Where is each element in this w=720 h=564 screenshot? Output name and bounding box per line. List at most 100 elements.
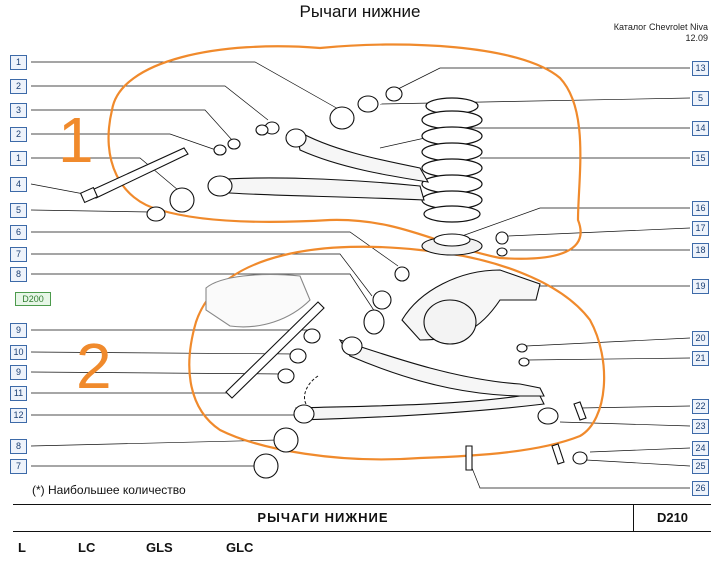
leader-line	[471, 467, 690, 489]
leader-line	[395, 67, 690, 91]
callout-15[interactable]: 15	[692, 151, 709, 166]
callout-4[interactable]: 4	[10, 177, 27, 192]
leader-line	[579, 405, 691, 409]
bushing	[363, 309, 385, 335]
callout-14[interactable]: 14	[692, 121, 709, 136]
callout-8[interactable]: 8	[10, 439, 27, 454]
leader-line	[31, 61, 341, 111]
callout-8[interactable]: 8	[10, 267, 27, 282]
nut	[518, 357, 530, 367]
callout-7[interactable]: 7	[10, 247, 27, 262]
leader-line	[31, 85, 269, 121]
callout-5[interactable]: 5	[10, 203, 27, 218]
reference-badge[interactable]: D200	[15, 292, 51, 306]
trim-gls: GLS	[146, 540, 173, 555]
group-outline-1	[107, 43, 582, 260]
group-outline-2	[188, 245, 606, 461]
leader-line	[525, 337, 691, 347]
callout-24[interactable]: 24	[692, 441, 709, 456]
nut	[394, 266, 410, 282]
leader-line	[585, 459, 691, 467]
leader-line	[379, 127, 690, 149]
trim-glc: GLC	[226, 540, 254, 555]
callout-23[interactable]: 23	[692, 419, 709, 434]
callout-10[interactable]: 10	[10, 345, 27, 360]
callout-19[interactable]: 19	[692, 279, 709, 294]
callout-12[interactable]: 12	[10, 408, 27, 423]
leader-line	[30, 183, 85, 195]
coil-spring	[421, 97, 483, 223]
callout-16[interactable]: 16	[692, 201, 709, 216]
arm-eye	[293, 404, 315, 424]
leader-line	[31, 231, 399, 267]
leader-line	[507, 227, 691, 237]
lower-arm-upper	[207, 128, 430, 201]
bushing	[273, 427, 299, 453]
trim-lc: LC	[78, 540, 96, 555]
leader-line	[30, 439, 279, 447]
callout-2[interactable]: 2	[10, 127, 27, 142]
leader-line	[559, 421, 691, 427]
title-bar: РЫЧАГИ НИЖНИЕ D210	[13, 504, 711, 532]
callout-20[interactable]: 20	[692, 331, 709, 346]
section-title: РЫЧАГИ НИЖНИЕ	[257, 510, 389, 525]
nut	[572, 451, 588, 465]
callout-9[interactable]: 9	[10, 365, 27, 380]
ball-joint	[537, 407, 559, 425]
washer	[357, 95, 379, 113]
callout-11[interactable]: 11	[10, 386, 27, 401]
spring-seat	[421, 233, 483, 256]
bushing	[372, 290, 392, 310]
leader-line	[31, 133, 217, 151]
callout-22[interactable]: 22	[692, 399, 709, 414]
washer	[303, 328, 321, 344]
callout-13[interactable]: 13	[692, 61, 709, 76]
bolt	[225, 301, 587, 471]
callout-1[interactable]: 1	[10, 55, 27, 70]
nut	[495, 231, 509, 245]
leader-line	[31, 157, 179, 191]
callout-26[interactable]: 26	[692, 481, 709, 496]
callout-2[interactable]: 2	[10, 79, 27, 94]
lower-arm-rear	[295, 395, 545, 421]
footnote: (*) Наибольшее количество	[32, 483, 186, 497]
assembly-arrow	[304, 375, 319, 405]
leader-line	[31, 109, 233, 141]
title-divider	[633, 505, 634, 531]
washer	[277, 368, 295, 384]
shock-mount	[423, 299, 477, 345]
catalog-edition: 12.09	[685, 33, 708, 43]
leader-line	[30, 371, 283, 375]
leader-line	[589, 447, 691, 453]
washer	[213, 144, 227, 156]
leader-line	[31, 273, 376, 313]
callout-5[interactable]: 5	[692, 91, 709, 106]
leader-line	[30, 209, 151, 213]
washer	[146, 206, 166, 222]
callout-18[interactable]: 18	[692, 243, 709, 258]
bushing	[253, 453, 279, 479]
leader-line	[379, 97, 691, 105]
callout-1[interactable]: 1	[10, 151, 27, 166]
exploded-parts-diagram	[30, 43, 691, 489]
callout-25[interactable]: 25	[692, 459, 709, 474]
trim-l: L	[18, 540, 26, 555]
washer	[255, 124, 269, 136]
nut	[496, 247, 508, 257]
callout-7[interactable]: 7	[10, 459, 27, 474]
page-title: Рычаги нижние	[299, 2, 421, 21]
bolt	[79, 147, 189, 204]
callout-6[interactable]: 6	[10, 225, 27, 240]
bushing	[169, 187, 195, 213]
callout-21[interactable]: 21	[692, 351, 709, 366]
group-label-1: 1	[58, 104, 94, 176]
leader-line	[527, 357, 691, 361]
callout-3[interactable]: 3	[10, 103, 27, 118]
nut	[516, 343, 528, 353]
callout-17[interactable]: 17	[692, 221, 709, 236]
washer	[227, 138, 241, 150]
bushing	[329, 106, 355, 130]
washer	[289, 348, 307, 364]
callout-9[interactable]: 9	[10, 323, 27, 338]
arm-eye	[341, 336, 363, 356]
